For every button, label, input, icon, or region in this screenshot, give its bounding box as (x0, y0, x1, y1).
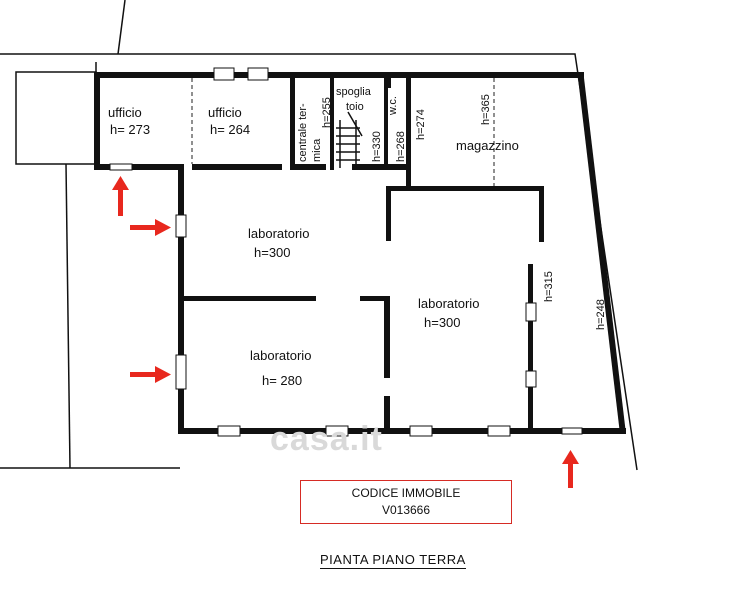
room-height-ufficio-2: h= 264 (210, 122, 250, 137)
property-code-box: CODICE IMMOBILE V013666 (300, 480, 512, 524)
outer-walls (94, 72, 626, 434)
room-height-laboratorio-1: h=300 (254, 245, 291, 260)
windows (109, 67, 583, 437)
room-name-ufficio-1: ufficio (108, 105, 142, 120)
entrance-arrows (112, 176, 579, 488)
red-entrance-arrow-icon (130, 219, 171, 236)
property-code-title: CODICE IMMOBILE (351, 486, 461, 500)
room-name-spogliatoio-2: toio (346, 101, 364, 113)
room-name-ufficio-2: ufficio (208, 105, 242, 120)
room-name-wc-1: w.c. (387, 96, 399, 116)
room-labels: ufficio h= 273 ufficio h= 264 centrale t… (108, 86, 607, 388)
room-name-centrale-termica-2: mica (311, 138, 323, 162)
dashed-lines (191, 78, 495, 186)
room-height-magazzino: h=365 (480, 94, 492, 125)
room-height-spogliatoio: h=330 (371, 131, 383, 162)
room-height-ufficio-1: h= 273 (110, 122, 150, 137)
room-height-centrale-termica: h=255 (321, 97, 333, 128)
plan-caption: PIANTA PIANO TERRA (320, 552, 466, 569)
room-height-wc-1: h=268 (395, 131, 407, 162)
room-height-laboratorio-2: h=300 (424, 315, 461, 330)
red-entrance-arrow-icon (562, 450, 579, 488)
room-name-magazzino: magazzino (456, 138, 519, 153)
room-name-laboratorio-3: laboratorio (250, 348, 311, 363)
room-name-centrale-termica: centrale ter- (297, 103, 309, 162)
room-name-laboratorio-2: laboratorio (418, 296, 479, 311)
room-height-laboratorio-3: h= 280 (262, 373, 302, 388)
watermark: casa.it (270, 420, 383, 458)
red-entrance-arrow-icon (130, 366, 171, 383)
room-height-laboratorio-2-col: h=315 (543, 271, 555, 302)
room-height-magazzino-side: h=248 (595, 299, 607, 330)
room-name-laboratorio-1: laboratorio (248, 226, 309, 241)
stair-icon (336, 111, 363, 168)
room-name-spogliatoio: spoglia (336, 86, 372, 98)
room-height-wc-2: h=274 (415, 109, 427, 140)
inner-walls (184, 78, 544, 428)
red-entrance-arrow-icon (112, 176, 129, 216)
property-code-value: V013666 (381, 503, 431, 517)
